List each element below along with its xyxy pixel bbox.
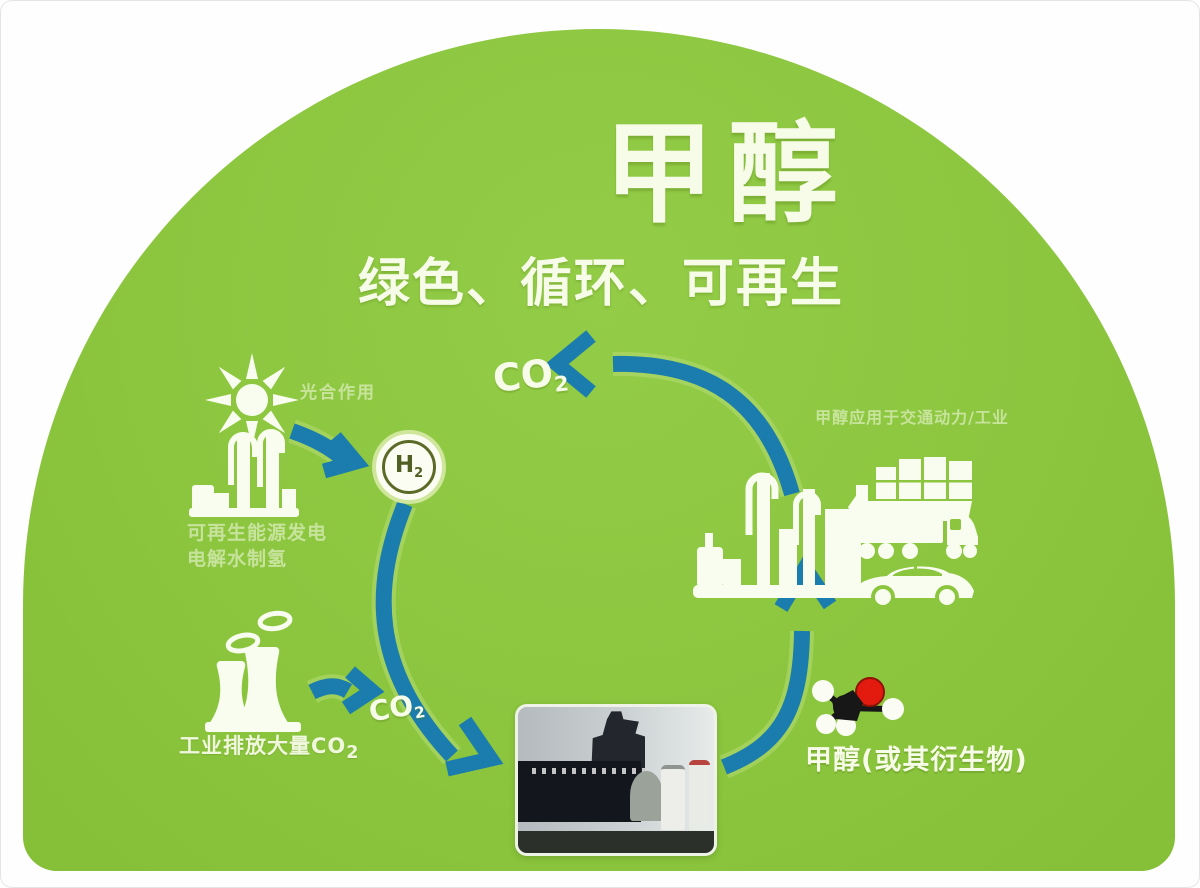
arrow-sun-to-h2 [287,419,370,479]
renewable-caption-line2: 电解水制氢 [187,547,288,570]
cooling-towers-icon [205,610,301,732]
usage-caption: 甲醇应用于交通动力/工业 [815,408,1009,427]
h2-badge-ring: H2 [382,440,436,494]
molecule-caption: 甲醇(或其衍生物) [805,745,1028,776]
photo-banner-text [531,768,646,775]
photo-ground [518,831,714,853]
photo-dome-tank [629,771,664,821]
molecule-icon [812,677,904,736]
h2-badge: H2 [372,430,446,504]
sun-caption: 光合作用 [300,383,376,403]
arrow-head-southeast-icon [321,432,370,479]
h2-sub: 2 [414,466,424,482]
arrow-head-left-icon [545,330,596,398]
plant-photo [515,704,717,856]
arrow-head-southeast-icon [445,716,504,777]
industry-caption-base: 工业排放大量CO [179,734,347,758]
industry-caption: 工业排放大量CO2 [179,730,359,763]
renewable-caption: 可再生能源发电 电解水制氢 [187,521,327,572]
renewable-plant-icon [189,429,299,517]
photo-tank [661,765,685,830]
arrow-h2-to-plant [371,499,504,777]
co2-top-sub: 2 [552,371,570,397]
car-icon [853,566,974,609]
sun-icon [205,353,299,447]
photo-tank [688,759,711,830]
arrow-head-right-icon [341,666,385,715]
arrow-usage-to-co2 [545,330,804,498]
industry-caption-sub: 2 [346,743,360,764]
subtitle: 绿色、循环、可再生 [357,254,844,314]
co2-top-label: CO2 [491,349,570,403]
co2-left-base: CO [366,688,416,729]
truck-icon [855,505,978,559]
renewable-caption-line1: 可再生能源发电 [187,522,328,544]
page-title: 甲醇 [604,110,852,238]
h2-base: H [394,452,415,479]
co2-top-base: CO [490,350,556,401]
methanol-plant-icon [693,472,874,598]
arrow-industry-to-co2 [306,666,385,715]
